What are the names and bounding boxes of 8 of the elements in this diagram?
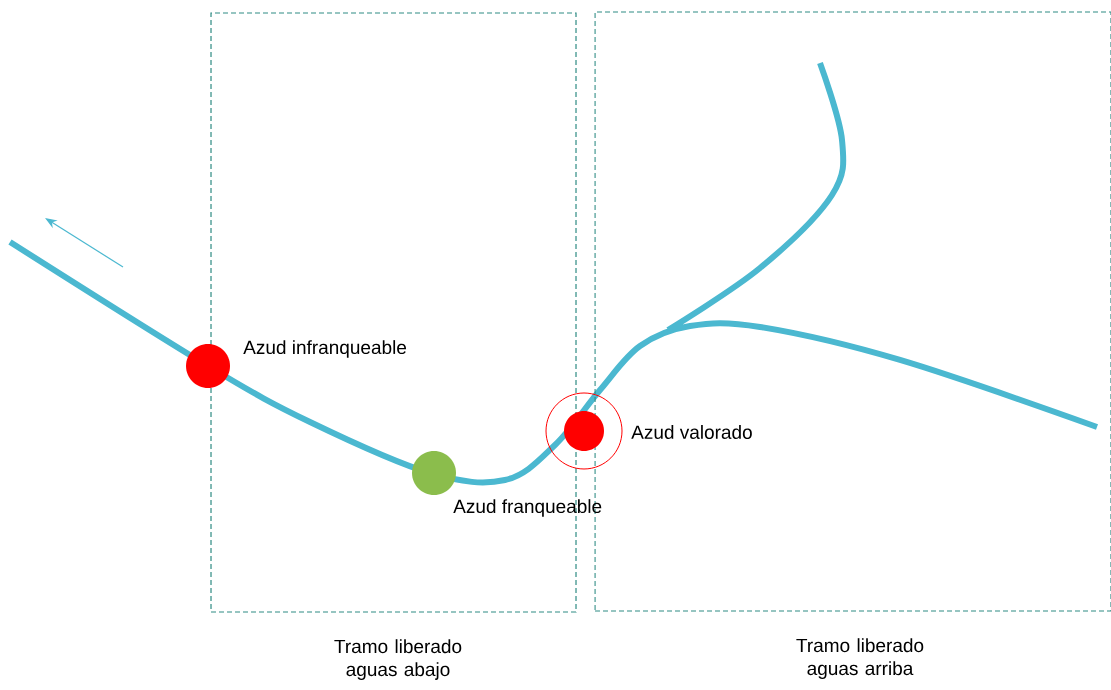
region-label: Tramo liberado aguas arriba — [796, 638, 924, 679]
weir-marker — [545, 392, 623, 470]
region-label: Tramo liberado aguas abajo — [334, 639, 462, 680]
weir-label: Azud valorado — [631, 425, 752, 439]
weir-label: Azud franqueable — [453, 499, 602, 517]
weir-marker — [412, 451, 456, 495]
weir-label: Azud infranqueable — [243, 340, 407, 358]
weir-marker — [186, 344, 230, 388]
